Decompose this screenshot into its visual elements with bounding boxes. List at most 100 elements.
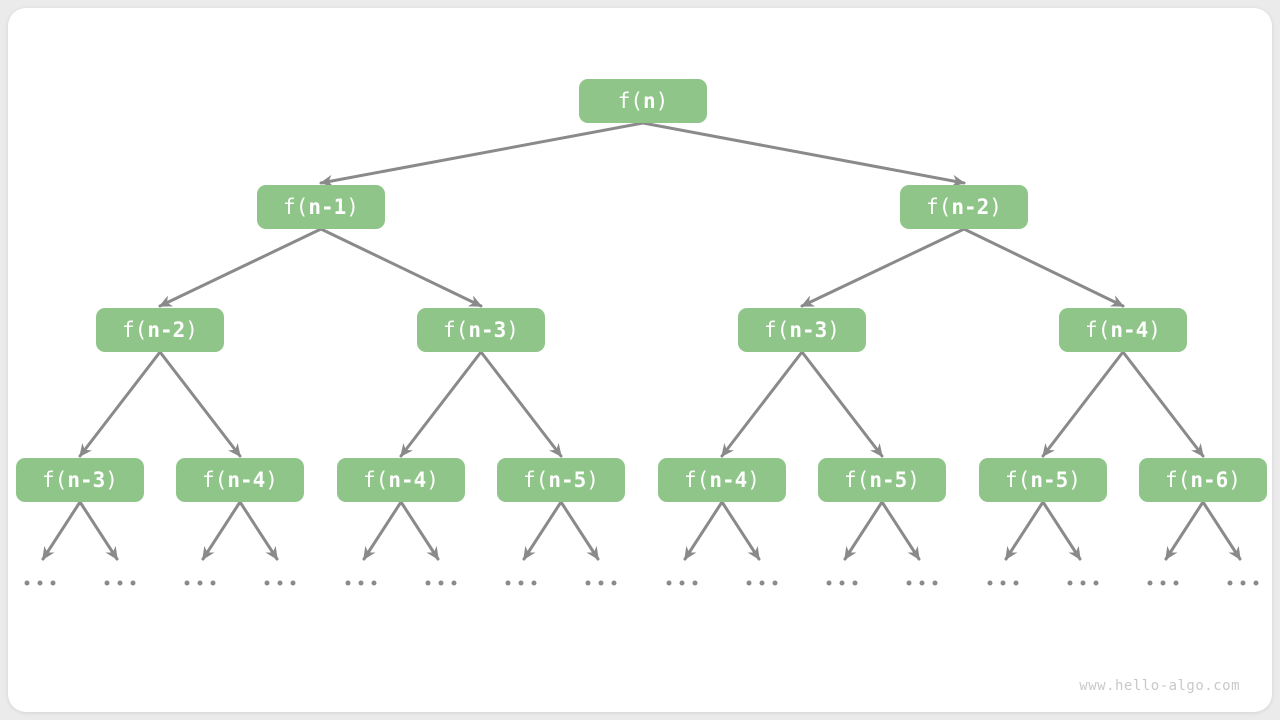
edge-arrow xyxy=(1121,350,1205,458)
ellipsis-dot xyxy=(759,580,765,586)
edge-arrow xyxy=(319,121,645,187)
node-label-var: n xyxy=(642,89,656,113)
ellipsis-dot xyxy=(264,580,270,586)
ellipsis-dot xyxy=(425,580,431,586)
edge-arrow xyxy=(559,500,600,561)
edge-arrow xyxy=(641,121,966,187)
ellipsis-dot xyxy=(987,580,993,586)
ellipsis-dot xyxy=(585,580,591,586)
leaf-ellipsis xyxy=(585,580,617,586)
edge-arrow xyxy=(683,500,724,561)
ellipsis-dot xyxy=(24,580,30,586)
edge-arrow xyxy=(158,227,323,308)
ellipsis-dot xyxy=(1067,580,1073,586)
ellipsis-dot xyxy=(839,580,845,586)
edge-arrow xyxy=(158,350,242,458)
node-label-suffix: ) xyxy=(426,468,439,492)
ellipsis-dot xyxy=(371,580,377,586)
tree-node-n8: f(n-4) xyxy=(176,458,304,502)
ellipsis-dot xyxy=(290,580,296,586)
ellipsis-dot xyxy=(277,580,283,586)
node-label-var: n-4 xyxy=(227,468,266,492)
leaf-ellipsis xyxy=(425,580,457,586)
ellipsis-dot xyxy=(438,580,444,586)
ellipsis-dot xyxy=(1240,580,1246,586)
edge-arrow xyxy=(78,350,162,458)
node-label-prefix: f( xyxy=(202,468,228,492)
node-label-prefix: f( xyxy=(926,195,952,219)
edge-arrow xyxy=(720,500,761,561)
node-label-prefix: f( xyxy=(42,468,68,492)
ellipsis-dot xyxy=(104,580,110,586)
ellipsis-dot xyxy=(184,580,190,586)
node-label-suffix: ) xyxy=(506,318,519,342)
tree-node-n9: f(n-4) xyxy=(337,458,465,502)
node-label-suffix: ) xyxy=(907,468,920,492)
node-label-var: n-3 xyxy=(789,318,828,342)
node-label-suffix: ) xyxy=(185,318,198,342)
node-label-suffix: ) xyxy=(346,195,359,219)
node-label-var: n-1 xyxy=(308,195,347,219)
leaf-ellipsis xyxy=(746,580,778,586)
ellipsis-dot xyxy=(666,580,672,586)
watermark: www.hello-algo.com xyxy=(1079,678,1240,694)
edge-arrow xyxy=(800,227,966,308)
node-label-suffix: ) xyxy=(1068,468,1081,492)
ellipsis-dot xyxy=(906,580,912,586)
ellipsis-dot xyxy=(345,580,351,586)
ellipsis-dot xyxy=(1160,580,1166,586)
node-label-prefix: f( xyxy=(523,468,549,492)
ellipsis-dot xyxy=(679,580,685,586)
leaf-ellipsis xyxy=(826,580,858,586)
tree-node-n4: f(n-3) xyxy=(417,308,545,352)
edge-arrow xyxy=(319,227,483,308)
ellipsis-dot xyxy=(505,580,511,586)
node-label-suffix: ) xyxy=(989,195,1002,219)
leaf-ellipsis xyxy=(24,580,56,586)
node-label-var: n-4 xyxy=(709,468,748,492)
edge-arrow xyxy=(78,500,119,561)
ellipsis-dot xyxy=(772,580,778,586)
ellipsis-dot xyxy=(1080,580,1086,586)
tree-node-n13: f(n-5) xyxy=(979,458,1107,502)
leaf-ellipsis xyxy=(906,580,938,586)
node-label-var: n-5 xyxy=(869,468,908,492)
leaf-ellipsis xyxy=(1067,580,1099,586)
node-label-var: n-5 xyxy=(1030,468,1069,492)
leaf-ellipsis xyxy=(666,580,698,586)
ellipsis-dot xyxy=(826,580,832,586)
node-label-prefix: f( xyxy=(443,318,469,342)
edge-arrow xyxy=(1041,500,1082,561)
ellipsis-dot xyxy=(1253,580,1259,586)
edge-arrow xyxy=(1041,350,1125,458)
leaf-ellipsis xyxy=(1227,580,1259,586)
node-label-var: n-2 xyxy=(147,318,186,342)
node-label-var: n-6 xyxy=(1190,468,1229,492)
node-label-var: n-5 xyxy=(548,468,587,492)
ellipsis-dot xyxy=(746,580,752,586)
tree-node-n5: f(n-3) xyxy=(738,308,866,352)
ellipsis-dot xyxy=(1173,580,1179,586)
ellipsis-dot xyxy=(1000,580,1006,586)
leaf-ellipsis xyxy=(1147,580,1179,586)
node-label-prefix: f( xyxy=(283,195,309,219)
edge-arrow xyxy=(1004,500,1045,561)
node-label-suffix: ) xyxy=(827,318,840,342)
node-label-suffix: ) xyxy=(105,468,118,492)
edge-arrow xyxy=(843,500,884,561)
node-label-suffix: ) xyxy=(747,468,760,492)
edge-arrow xyxy=(1164,500,1205,561)
node-label-prefix: f( xyxy=(122,318,148,342)
leaf-ellipsis xyxy=(264,580,296,586)
ellipsis-dot xyxy=(1227,580,1233,586)
ellipsis-dot xyxy=(919,580,925,586)
node-label-prefix: f( xyxy=(1165,468,1191,492)
node-label-var: n-3 xyxy=(67,468,106,492)
leaf-ellipsis xyxy=(184,580,216,586)
tree-node-n11: f(n-4) xyxy=(658,458,786,502)
ellipsis-dot xyxy=(692,580,698,586)
tree-node-n6: f(n-4) xyxy=(1059,308,1187,352)
leaf-ellipsis xyxy=(505,580,537,586)
ellipsis-dot xyxy=(130,580,136,586)
